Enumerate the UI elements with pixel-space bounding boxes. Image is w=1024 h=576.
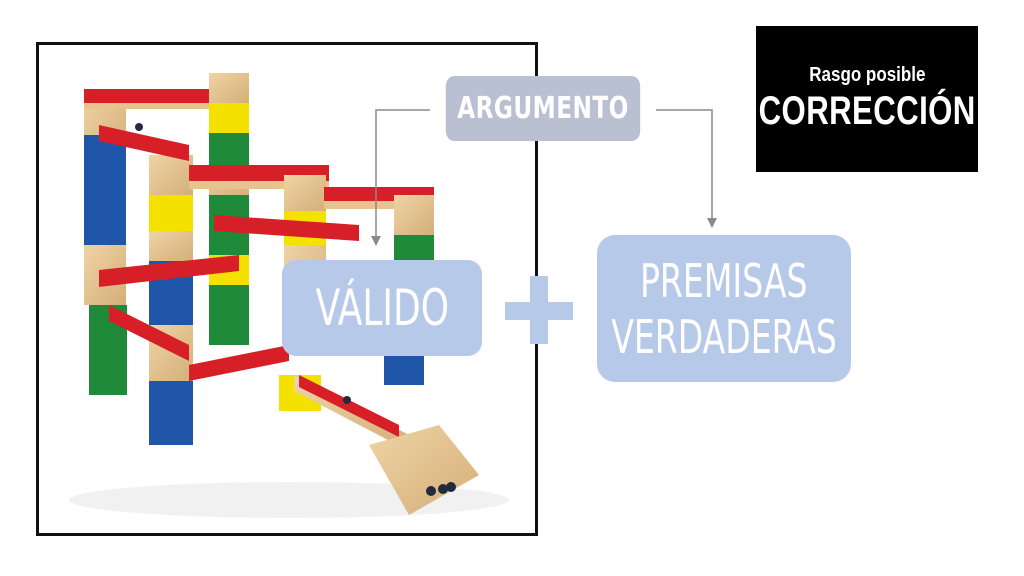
premisas-label: PREMISAS xyxy=(640,253,808,308)
correccion-label: CORRECCIÓN xyxy=(758,89,976,133)
argumento-box: ARGUMENTO xyxy=(445,76,641,141)
rasgo-posible-label: Rasgo posible xyxy=(808,64,926,86)
plus-icon xyxy=(505,276,573,344)
valido-label: VÁLIDO xyxy=(315,279,449,337)
verdaderas-label: VERDADERAS xyxy=(611,309,837,364)
valido-box: VÁLIDO xyxy=(282,260,482,356)
argumento-label: ARGUMENTO xyxy=(457,91,629,126)
premisas-verdaderas-box: PREMISAS VERDADERAS xyxy=(597,235,851,382)
rasgo-correccion-box: Rasgo posible CORRECCIÓN xyxy=(756,26,978,172)
